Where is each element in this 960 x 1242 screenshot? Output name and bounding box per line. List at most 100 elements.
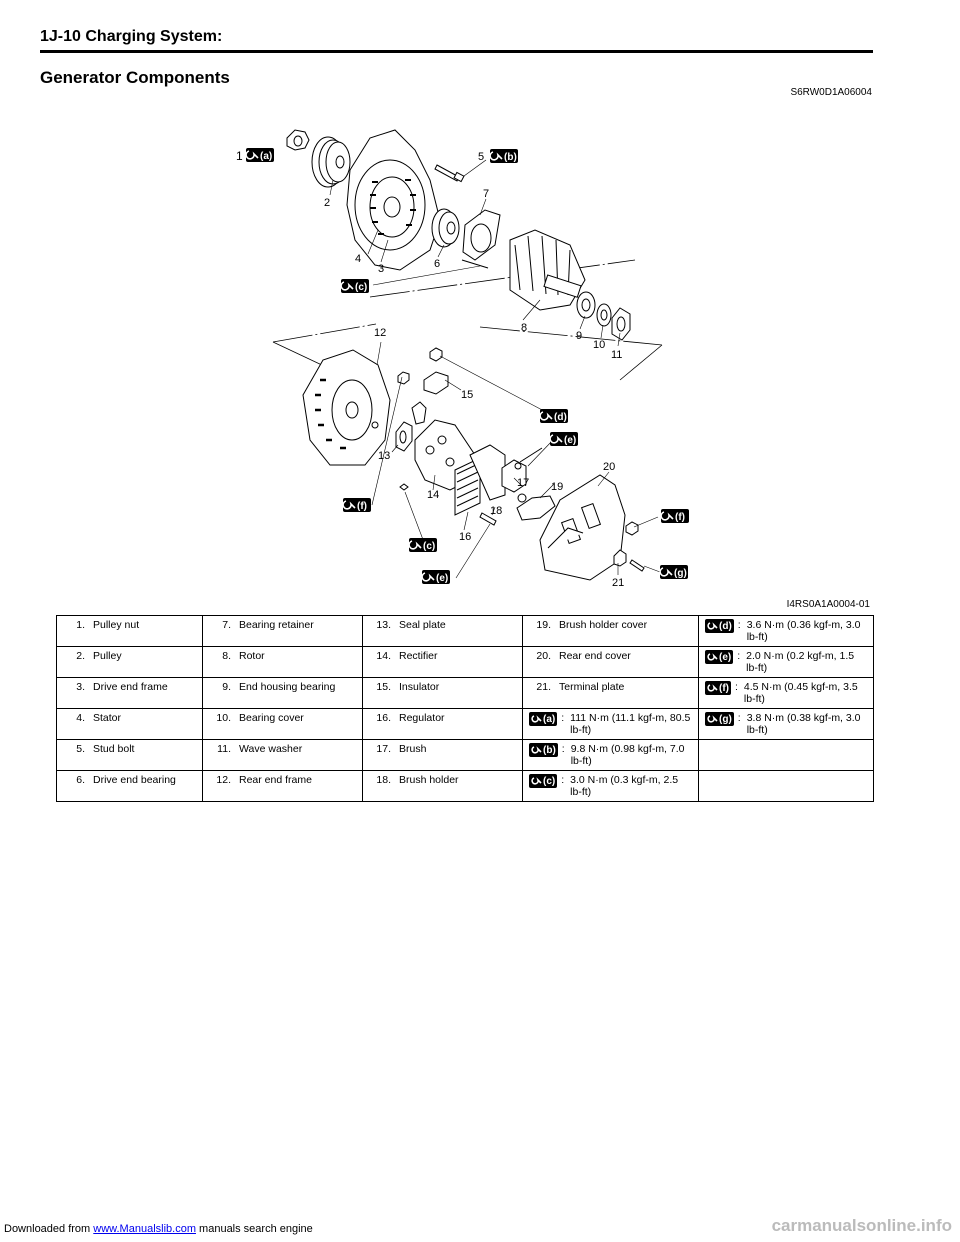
legend-cell: 19.Brush holder cover — [522, 615, 699, 647]
callout-1: 1 — [236, 149, 243, 163]
legend-cell: 8.Rotor — [202, 646, 363, 678]
pulley-nut-drawing — [286, 129, 310, 151]
generator-exploded-diagram: 1 2 3 4 5 6 7 8 9 10 11 12 13 14 15 16 1… — [236, 129, 689, 589]
torque-wrench-icon: (c) — [529, 774, 558, 788]
callout-numbers: 1 2 3 4 5 6 7 8 9 10 11 12 13 14 15 16 1… — [236, 149, 624, 589]
legend-cell: 7.Bearing retainer — [202, 615, 363, 647]
stud-bolt-drawing — [434, 164, 465, 183]
legend-cell: 21.Terminal plate — [522, 677, 699, 709]
drive-end-frame-drawing — [346, 129, 441, 271]
callout-2: 2 — [324, 197, 330, 209]
torque-tag-c-lower: (c) — [408, 538, 437, 552]
legend-cell: 17.Brush — [362, 739, 523, 771]
manualslib-link[interactable]: www.Manualslib.com — [93, 1223, 196, 1235]
empty-cell — [698, 770, 874, 802]
torque-tag-c-upper: (c) — [340, 279, 369, 293]
legend-cell: 1.Pulley nut — [56, 615, 203, 647]
callout-7: 7 — [483, 188, 489, 200]
footer-download-note: Downloaded from www.Manualslib.com manua… — [4, 1223, 313, 1235]
nut-drawing — [397, 371, 410, 385]
callout-15: 15 — [461, 389, 473, 401]
legend-cell: 11.Wave washer — [202, 739, 363, 771]
callout-11: 11 — [611, 349, 622, 361]
callout-19: 19 — [551, 481, 563, 493]
rear-end-cover-drawing — [539, 474, 626, 581]
torque-wrench-icon: (d) — [705, 619, 734, 633]
end-bearing-cover-washer-drawing — [576, 291, 631, 341]
torque-tag-f: (f) — [660, 509, 689, 523]
watermark: carmanualsonline.info — [771, 1216, 952, 1235]
empty-cell — [698, 739, 874, 771]
callout-16: 16 — [459, 531, 471, 543]
callout-13: 13 — [378, 450, 390, 462]
torque-wrench-icon: (b) — [529, 743, 558, 757]
legend-cell: 5.Stud bolt — [56, 739, 203, 771]
torque-tag-b: (b) — [489, 149, 518, 163]
callout-12: 12 — [374, 327, 386, 339]
torque-cell-d: (d) :3.6 N·m (0.36 kgf-m, 3.0 lb-ft) — [698, 615, 874, 647]
terminal-plate-drawing — [399, 462, 645, 572]
callout-5: 5 — [478, 151, 484, 163]
rear-end-frame-drawing — [302, 349, 391, 466]
torque-tag-a: (a) — [245, 148, 274, 162]
figure-id: I4RS0A1A0004-01 — [786, 599, 870, 610]
callout-8: 8 — [521, 322, 527, 334]
legend-cell: 15.Insulator — [362, 677, 523, 709]
table-row: 2.Pulley 8.Rotor 14.Rectifier 20.Rear en… — [56, 646, 874, 678]
legend-cell: 6.Drive end bearing — [56, 770, 203, 802]
svg-text:(a): (a) — [260, 151, 272, 162]
callout-21: 21 — [612, 577, 624, 589]
svg-text:(f): (f) — [675, 512, 685, 523]
table-row: 4.Stator 10.Bearing cover 16.Regulator (… — [56, 708, 874, 740]
pulley-drawing — [311, 136, 351, 188]
callout-6: 6 — [434, 258, 440, 270]
callout-9: 9 — [576, 330, 582, 342]
table-row: 1.Pulley nut 7.Bearing retainer 13.Seal … — [56, 615, 874, 647]
torque-wrench-icon: (f) — [705, 681, 731, 695]
table-row: 6.Drive end bearing 12.Rear end frame 18… — [56, 770, 874, 802]
torque-tag-e-upper: (e) — [549, 432, 578, 446]
svg-text:(e): (e) — [564, 435, 576, 446]
legend-cell: 14.Rectifier — [362, 646, 523, 678]
legend-table: 1.Pulley nut 7.Bearing retainer 13.Seal … — [56, 615, 874, 802]
section-code: S6RW0D1A06004 — [790, 87, 872, 98]
table-row: 3.Drive end frame 9.End housing bearing … — [56, 677, 874, 709]
legend-cell: 16.Regulator — [362, 708, 523, 740]
insulator-drawing — [423, 347, 449, 395]
torque-cell-g: (g) :3.8 N·m (0.38 kgf-m, 3.0 lb-ft) — [698, 708, 874, 740]
callout-17: 17 — [517, 477, 529, 489]
torque-tag-d: (d) — [539, 409, 568, 423]
regulator-drawing — [454, 444, 506, 516]
torque-tag-e-lower: (e) — [421, 570, 450, 584]
callout-3: 3 — [378, 263, 384, 275]
bearing-retainer-drawing — [461, 209, 501, 269]
svg-text:(c): (c) — [423, 541, 435, 552]
torque-cell-f: (f) :4.5 N·m (0.45 kgf-m, 3.5 lb-ft) — [698, 677, 874, 709]
torque-cell-a: (a) :111 N·m (11.1 kgf-m, 80.5 lb-ft) — [522, 708, 699, 740]
legend-cell: 20.Rear end cover — [522, 646, 699, 678]
callout-10: 10 — [593, 339, 605, 351]
legend-cell: 9.End housing bearing — [202, 677, 363, 709]
torque-cell-c: (c) :3.0 N·m (0.3 kgf-m, 2.5 lb-ft) — [522, 770, 699, 802]
drive-end-bearing-drawing — [431, 208, 460, 248]
svg-text:(c): (c) — [355, 282, 367, 293]
torque-wrench-icon: (a) — [529, 712, 558, 726]
legend-cell: 13.Seal plate — [362, 615, 523, 647]
svg-text:(f): (f) — [357, 501, 367, 512]
svg-text:(g): (g) — [674, 568, 687, 579]
svg-text:(b): (b) — [504, 152, 517, 163]
svg-text:(d): (d) — [554, 412, 567, 423]
legend-cell: 3.Drive end frame — [56, 677, 203, 709]
header-rule — [40, 50, 873, 53]
svg-text:(e): (e) — [436, 573, 448, 584]
legend-cell: 2.Pulley — [56, 646, 203, 678]
torque-tag-g: (g) — [659, 565, 688, 579]
legend-cell: 18.Brush holder — [362, 770, 523, 802]
callout-14: 14 — [427, 489, 439, 501]
callout-4: 4 — [355, 253, 361, 265]
callout-18: 18 — [490, 505, 502, 517]
legend-cell: 10.Bearing cover — [202, 708, 363, 740]
rotor-drawing — [509, 229, 586, 311]
seal-plate-drawing — [395, 421, 413, 452]
legend-cell: 12.Rear end frame — [202, 770, 363, 802]
